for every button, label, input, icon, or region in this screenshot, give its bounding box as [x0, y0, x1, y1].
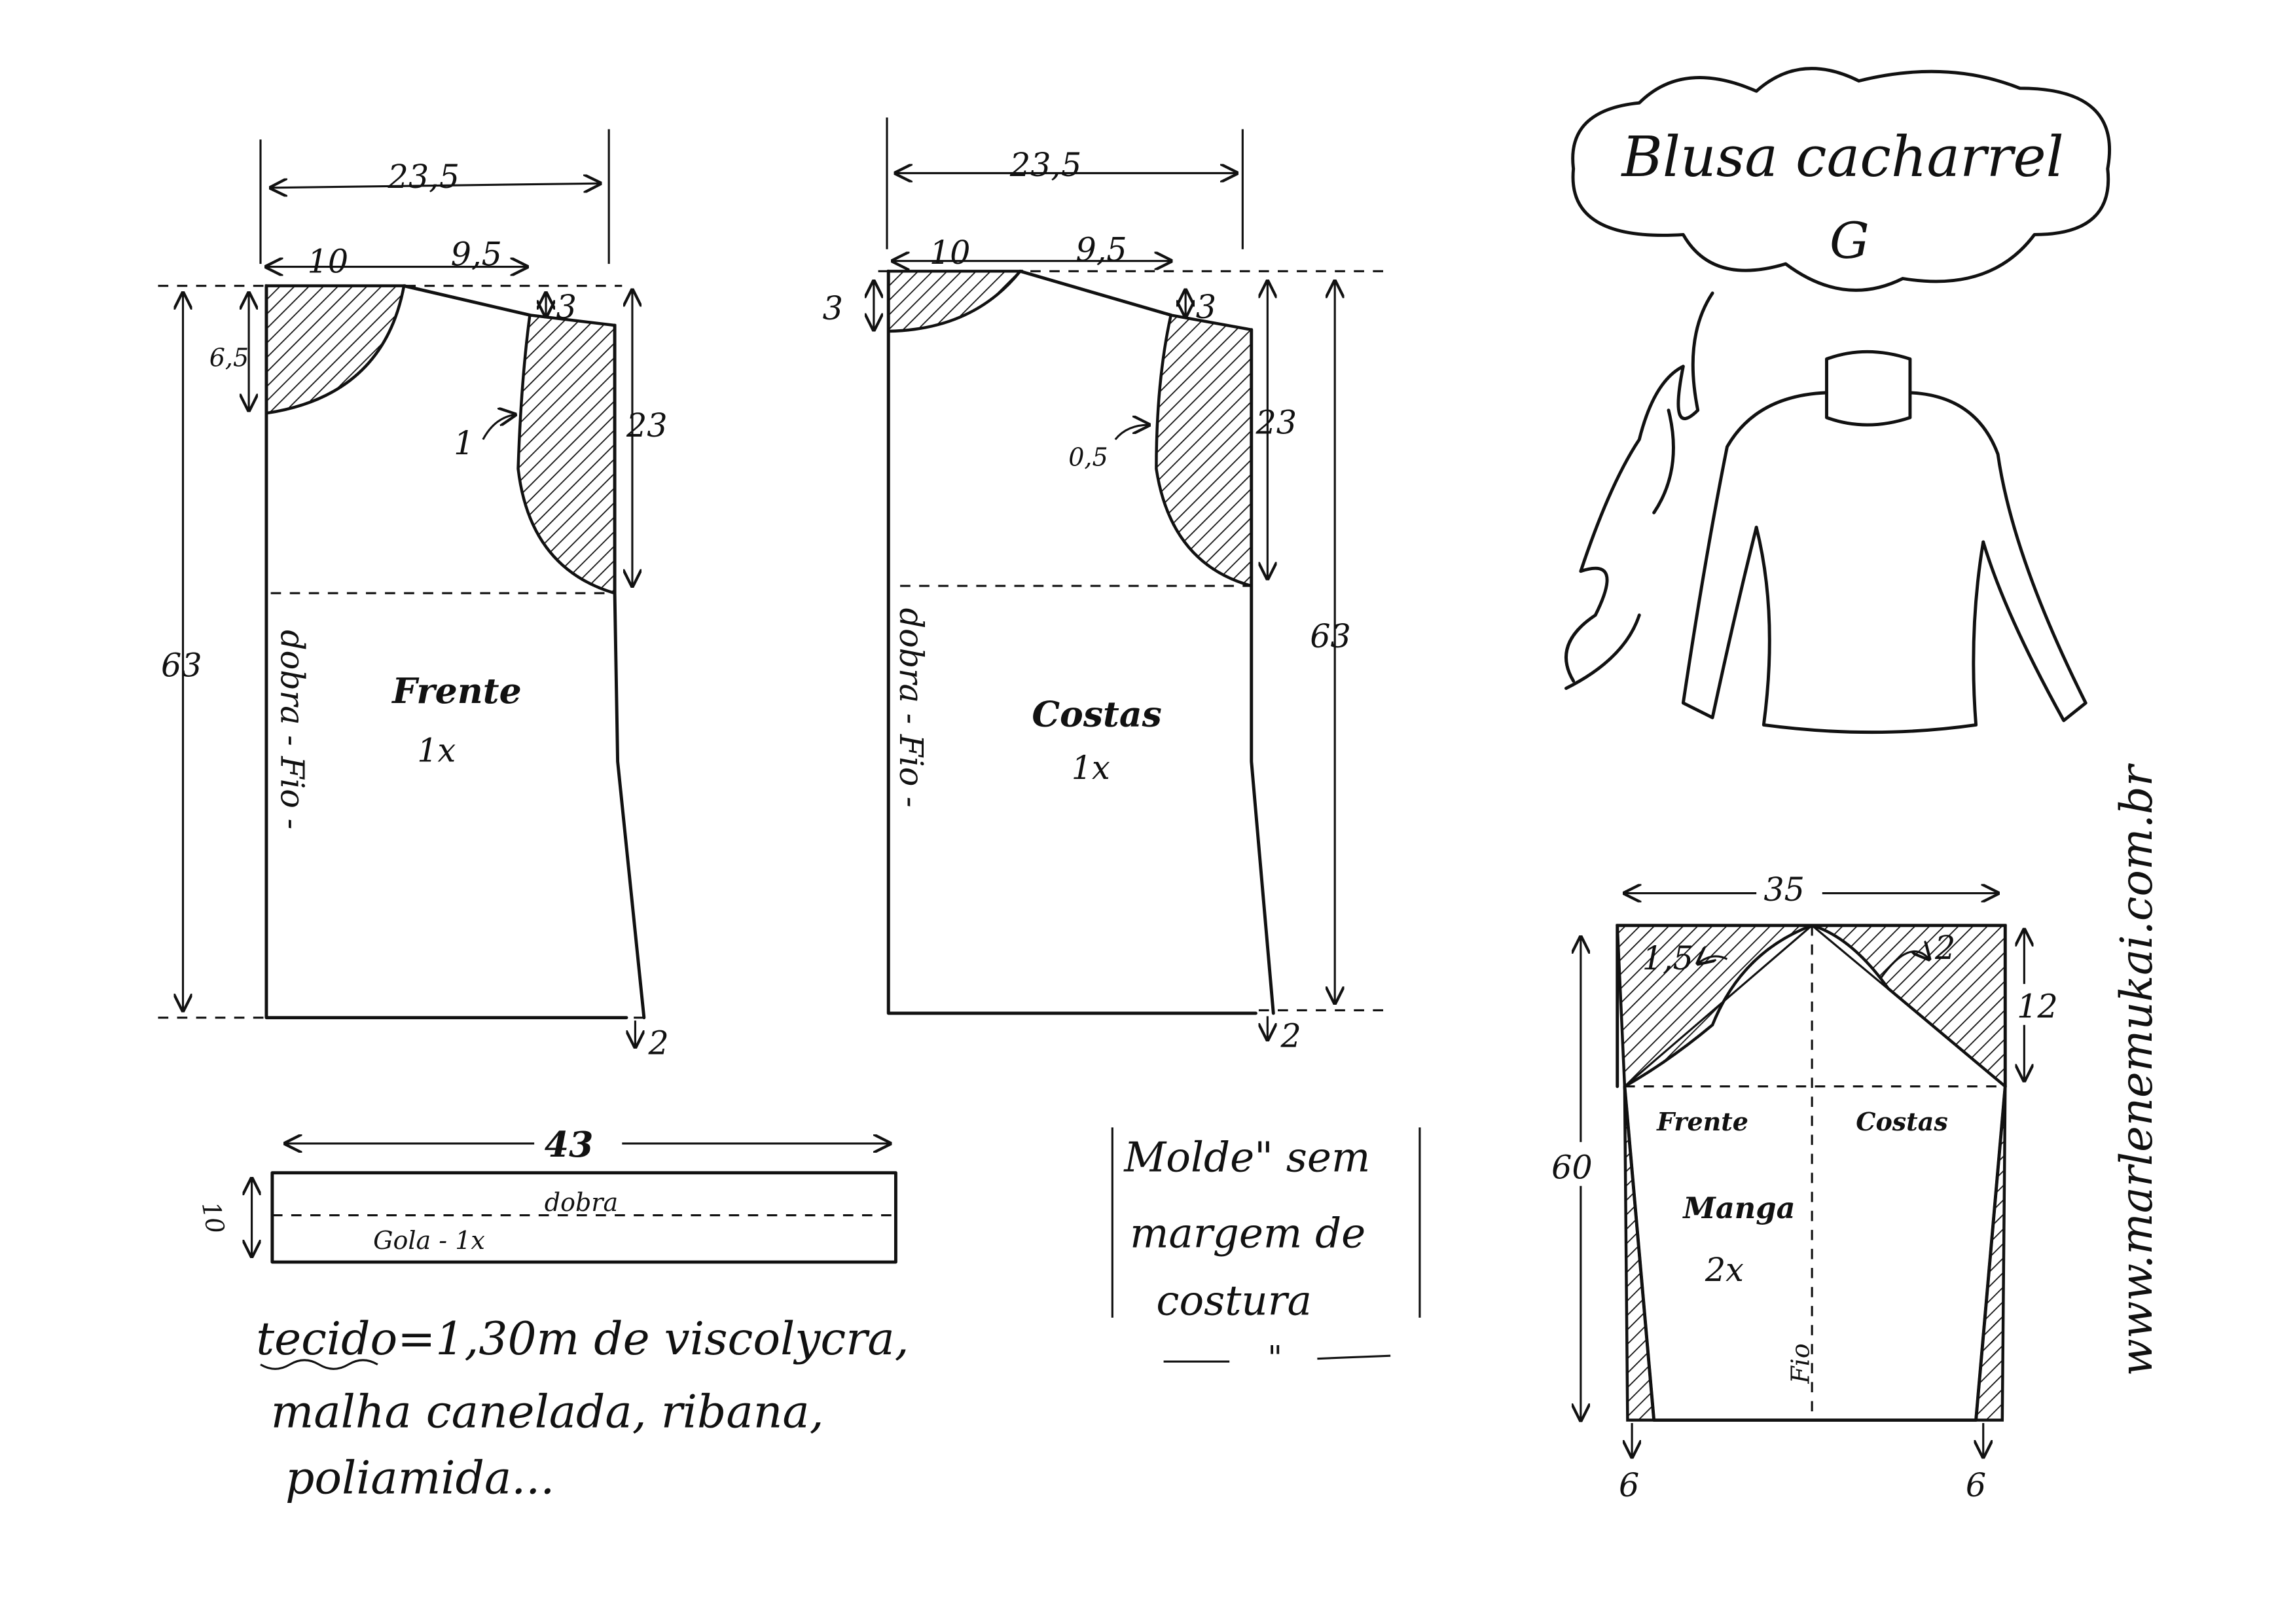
signature: [1564, 291, 1714, 691]
front-length-label: 63: [161, 647, 202, 685]
back-side-flare-label: 2: [1280, 1017, 1301, 1055]
website-label: www.marlenemukai.com.br: [2111, 763, 2162, 1376]
sleeve-front-label: Frente: [1656, 1107, 1748, 1136]
front-name-label: Frente: [391, 670, 522, 712]
fabric-line-3: poliamida...: [285, 1452, 554, 1504]
collar-name-label: Gola - 1x: [373, 1226, 485, 1255]
collar-height-label: 10: [196, 1200, 230, 1236]
back-neck-depth-label: 3: [823, 289, 843, 327]
back-armhole-depth-label: 23: [1255, 404, 1297, 442]
front-width-label: 23,5: [388, 158, 460, 196]
back-neck-width-label: 10: [930, 234, 971, 272]
front-side-flare-label: 2: [648, 1024, 669, 1062]
back-length-label: 63: [1310, 617, 1351, 655]
front-shoulder-label: 9,5: [451, 235, 502, 273]
front-armhole-depth-label: 23: [626, 406, 668, 444]
front-neck-width-label: 10: [308, 243, 349, 281]
front-qty-label: 1x: [417, 731, 456, 769]
sleeve-qty-label: 2x: [1705, 1251, 1744, 1289]
sleeve-length-label: 60: [1551, 1149, 1593, 1187]
back-name-label: Costas: [1032, 694, 1161, 735]
collar-fold-label: dobra: [545, 1188, 618, 1217]
note-line-4: ": [1267, 1339, 1282, 1377]
size-label: G: [1830, 211, 1870, 270]
sleeve-cap-front-label: 1,5: [1642, 939, 1693, 977]
sleeve-taper-left-label: 6: [1619, 1466, 1639, 1504]
fabric-line-2: malha canelada, ribana,: [271, 1386, 824, 1439]
sleeve-name-label: Manga: [1682, 1191, 1795, 1225]
seam-allowance-note: Molde" sem margem de costura ": [1111, 1127, 1421, 1377]
back-pattern-piece: 23,5 10 9,5 3 3 0,5 23 63 dobra - Fio - …: [823, 117, 1383, 1055]
back-qty-label: 1x: [1072, 749, 1110, 787]
fabric-note: tecido=1,30m de viscolycra, malha canela…: [256, 1313, 909, 1504]
sleeve-cap-height-label: 12: [2017, 988, 2058, 1026]
back-shoulder-drop-label: 3: [1196, 288, 1216, 326]
back-fold-label: dobra - Fio -: [892, 608, 930, 808]
front-shoulder-drop-label: 3: [556, 288, 577, 326]
sleeve-cap-back-label: 2: [1934, 929, 1955, 967]
title-text: Blusa cacharrel: [1620, 125, 2063, 190]
sleeve-width-label: 35: [1763, 871, 1805, 909]
back-armhole-curve-label: 0,5: [1068, 443, 1108, 472]
collar-length-label: 43: [545, 1124, 594, 1165]
sleeve-back-label: Costas: [1856, 1107, 1948, 1136]
note-line-1: Molde" sem: [1123, 1133, 1370, 1181]
collar-pattern-piece: 43 10 dobra Gola - 1x: [196, 1120, 897, 1264]
front-fold-label: dobra - Fio -: [273, 630, 311, 829]
note-line-3: costura: [1156, 1277, 1312, 1325]
fabric-line-1: tecido=1,30m de viscolycra,: [256, 1313, 909, 1365]
front-armhole-curve-label: 1: [454, 424, 474, 462]
blouse-illustration: [1681, 350, 2087, 734]
sleeve-taper-right-label: 6: [1966, 1466, 1986, 1504]
front-neck-depth-label: 6,5: [209, 344, 249, 372]
sleeve-grain-label: Fio: [1786, 1343, 1815, 1384]
note-line-2: margem de: [1130, 1210, 1365, 1257]
back-shoulder-label: 9,5: [1075, 231, 1127, 269]
title-cloud: Blusa cacharrel G: [1571, 67, 2112, 292]
back-width-label: 23,5: [1009, 146, 1082, 184]
front-pattern-piece: 23,5 10 9,5 3 6,5 23 1 63 dobra - Fio - …: [158, 129, 669, 1062]
sleeve-pattern-piece: 35 1,5 2 12 60 Frente Costas Manga 2x Fi…: [1551, 871, 2058, 1504]
